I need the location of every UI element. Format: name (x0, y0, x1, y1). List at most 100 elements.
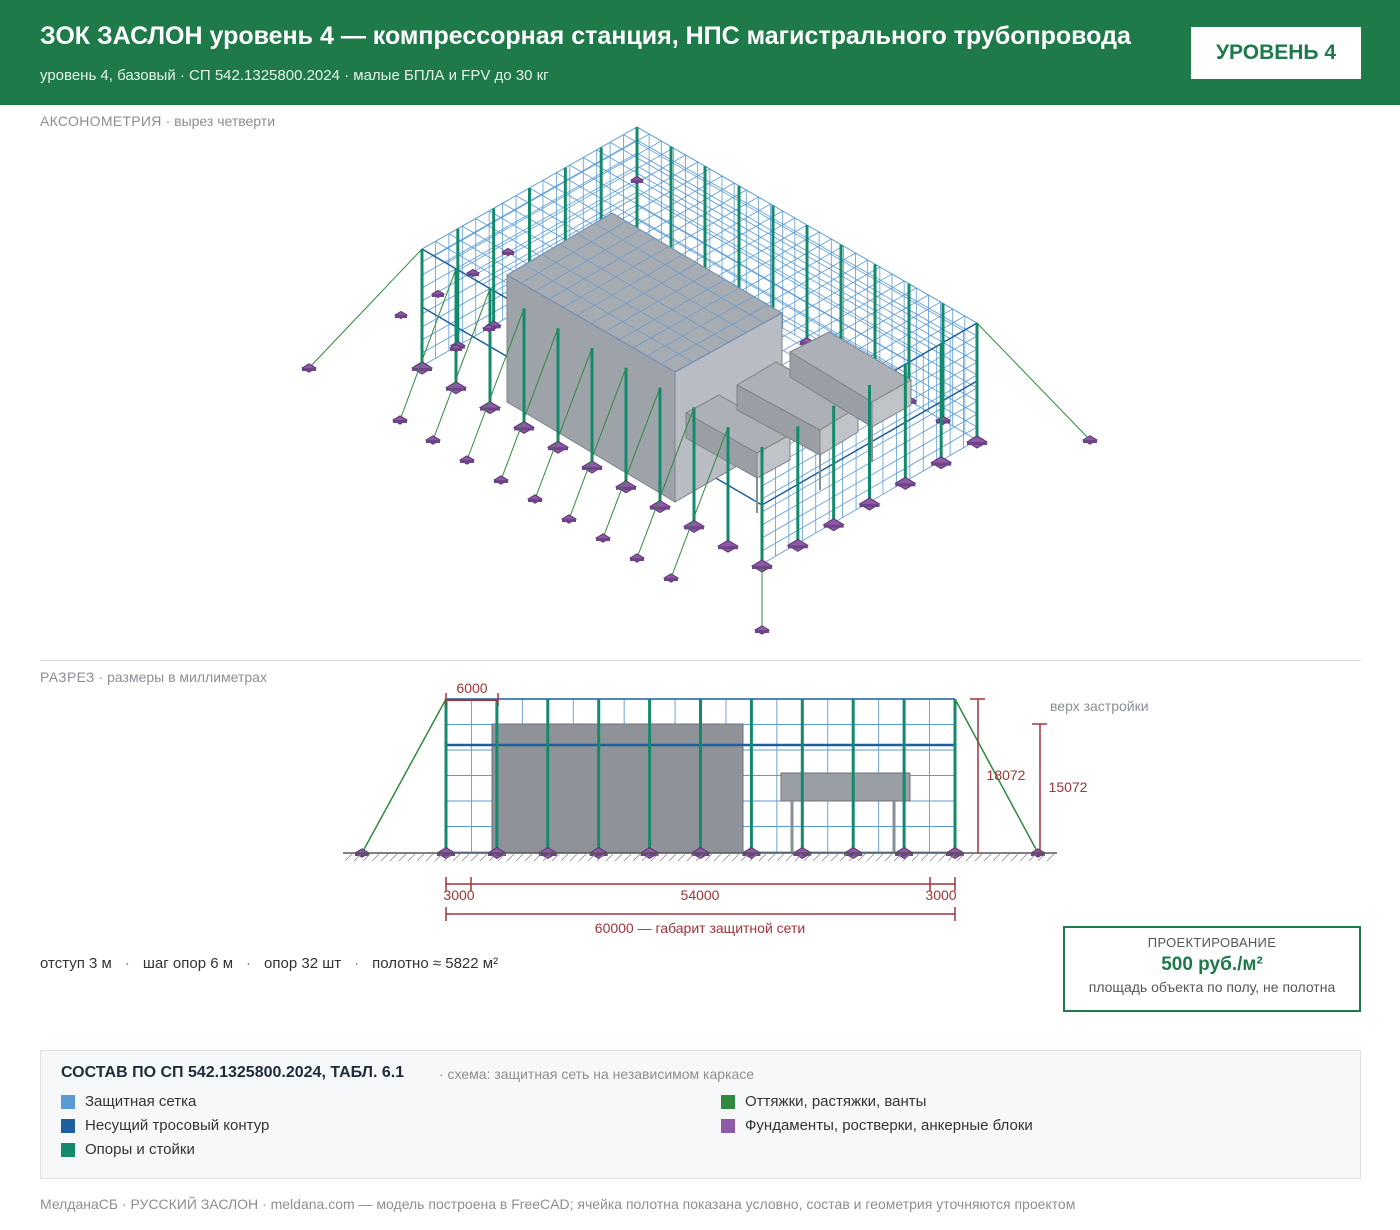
sec-foundation-side (640, 853, 659, 856)
sec-anchor-side (355, 853, 369, 856)
sec-ground-hatch (443, 853, 452, 862)
axo-foundation-side (895, 483, 916, 487)
sec-ground-hatch (479, 853, 488, 862)
sec-ground-hatch (911, 853, 920, 862)
axo-foundation-side (936, 420, 950, 424)
section-drawing (343, 693, 1057, 921)
axo-anchor-side (596, 538, 610, 541)
sec-ground-hatch (578, 853, 587, 862)
sec-ground-hatch (569, 853, 578, 862)
axo-foundation-side (548, 447, 568, 451)
sec-ground-hatch (1028, 853, 1037, 862)
stat-supports: опор 32 шт (264, 955, 342, 972)
axo-aux-block-end (819, 406, 859, 456)
legend-label-foundations: Фундаменты, ростверки, анкерные блоки (745, 1117, 1033, 1134)
legend-swatch-foundations (721, 1118, 735, 1133)
sec-ground-hatch (902, 853, 911, 862)
sec-ground-hatch (803, 853, 812, 862)
axo-anchor-side (630, 558, 644, 561)
axo-anchor-side (450, 348, 462, 351)
axo-guy-line (466, 308, 525, 461)
sec-foundation-side (844, 853, 863, 856)
axo-label-main: АКСОНОМЕТРИЯ (40, 113, 162, 129)
axo-net-front (301, 175, 1098, 635)
legend-item-net: Защитная сетка (61, 1093, 196, 1110)
footer: МелданаСБ · РУССКИЙ ЗАСЛОН · meldana.com… (40, 1196, 1076, 1212)
sec-ground-hatch (686, 853, 695, 862)
sec-ground-hatch (893, 853, 902, 862)
axo-foundation-side (412, 368, 432, 371)
dim-mid-text: 54000 (681, 887, 720, 903)
dim-height-total-text: 18072 (987, 767, 1026, 783)
sec-ground-hatch (1010, 853, 1019, 862)
sec-ground-hatch (974, 853, 983, 862)
axo-hall-net-line (506, 274, 676, 373)
axo-foundation-side (582, 467, 602, 470)
sec-ground-hatch (506, 853, 515, 862)
axo-guy-line (432, 288, 491, 441)
axo-building (506, 212, 913, 513)
sec-ground-hatch (920, 853, 929, 862)
sec-ground-hatch (371, 853, 380, 862)
sec-ground-hatch (749, 853, 758, 862)
sec-ground-hatch (524, 853, 533, 862)
axo-hall-net-line (559, 243, 729, 343)
sec-foundation-side (793, 853, 812, 856)
sec-ground-hatch (605, 853, 614, 862)
sec-foundation-side (742, 853, 761, 856)
sec-ground-hatch (407, 853, 416, 862)
axo-anchor-side (460, 460, 474, 463)
sec-ground-hatch (614, 853, 623, 862)
page-subtitle: уровень 4, базовый · СП 542.1325800.2024… (40, 67, 549, 84)
stat-cloth: полотно ≈ 5822 м² (372, 955, 499, 972)
axo-roof-net-line (583, 157, 924, 355)
dim-height-building-text: 15072 (1049, 779, 1088, 795)
axo-roof-net-line (623, 134, 964, 332)
legend-label-net: Защитная сетка (85, 1093, 197, 1110)
level-badge: УРОВЕНЬ 4 (1191, 27, 1361, 79)
sec-ground-hatch (398, 853, 407, 862)
sec-ground-hatch (875, 853, 884, 862)
axo-hall-net-line (541, 254, 711, 353)
stats-row: отступ 3 м · шаг опор 6 м · опор 32 шт ·… (40, 955, 499, 972)
axo-foundation-side (650, 506, 670, 510)
sec-ground-hatch (1046, 853, 1055, 862)
axo-anchor-side (467, 273, 479, 276)
axo-anchor-side (664, 578, 678, 581)
stat-offset: отступ 3 м (40, 955, 112, 972)
dim-left-text: 3000 (443, 887, 474, 903)
sec-ground-hatch (983, 853, 992, 862)
axo-label-note: · вырез четверти (161, 113, 276, 129)
legend-item-guys: Оттяжки, растяжки, ванты (721, 1093, 926, 1110)
legend: СОСТАВ ПО СП 542.1325800.2024, ТАБЛ. 6.1… (40, 1050, 1361, 1179)
axo-anchor-side (562, 519, 576, 522)
sec-ground-hatch (344, 853, 353, 862)
sec-ground-hatch (731, 853, 740, 862)
legend-item-supports: Опоры и стойки (61, 1141, 195, 1158)
sec-ground-hatch (533, 853, 542, 862)
axo-foundation-side (787, 545, 808, 549)
axo-anchor-side (432, 294, 444, 297)
section-label-note: · размеры в миллиметрах (94, 669, 267, 685)
sec-ground-hatch (362, 853, 371, 862)
sec-ground-hatch (884, 853, 893, 862)
legend-note: · схема: защитная сеть на независимом ка… (439, 1066, 755, 1082)
axo-anchor-side (755, 630, 769, 633)
header: ЗОК ЗАСЛОН уровень 4 — компрессорная ста… (0, 0, 1400, 105)
sec-guy-left (361, 698, 447, 854)
axo-guy-line (670, 427, 729, 579)
axo-foundation-side (616, 486, 636, 490)
sec-ground-hatch (929, 853, 938, 862)
legend-swatch-cable (61, 1118, 75, 1133)
axo-guy-line (308, 248, 423, 369)
sec-ground-hatch (1037, 853, 1046, 862)
sec-ground-hatch (767, 853, 776, 862)
section-view: 6000 18072 15072 верх застройки 3000 540… (343, 680, 1149, 936)
axo-anchor-side (302, 368, 316, 371)
sec-main-building (491, 723, 744, 854)
sec-ground-hatch (794, 853, 803, 862)
sec-ground-hatch (866, 853, 875, 862)
axo-foundation-side (931, 462, 952, 466)
sec-foundation-side (895, 853, 914, 856)
axonometric-view (301, 126, 1098, 635)
